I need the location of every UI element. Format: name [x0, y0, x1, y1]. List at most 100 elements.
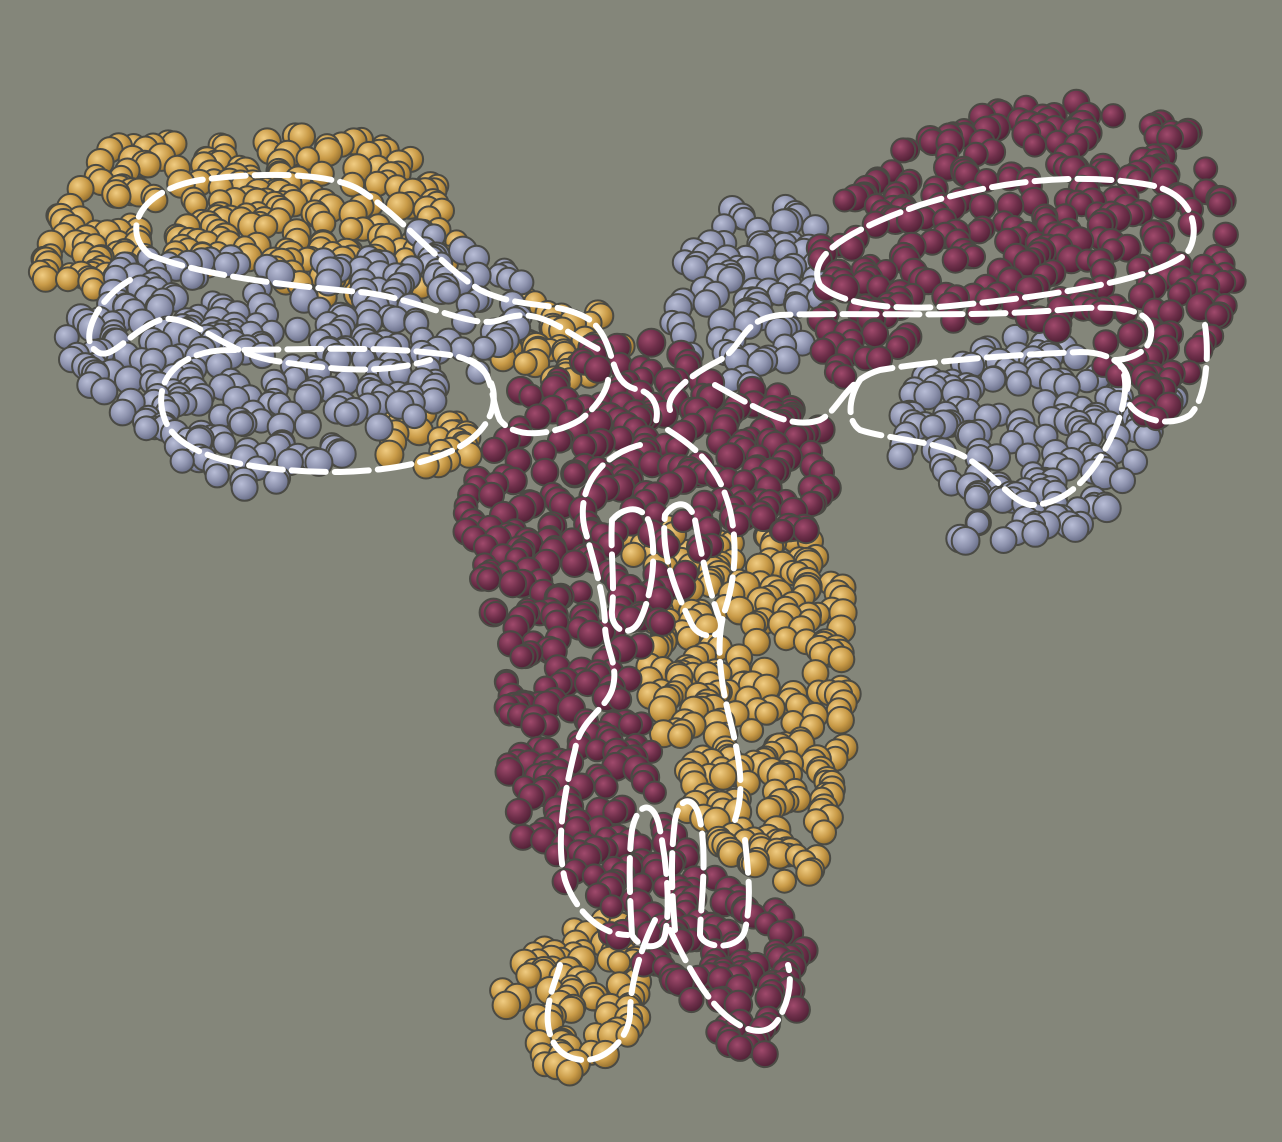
left-hinge-strand: [467, 357, 612, 437]
atom-sphere: [795, 858, 824, 887]
atom-sphere: [1117, 321, 1145, 350]
left-fab-lower-sheet: [147, 252, 603, 353]
atom-sphere: [593, 774, 619, 800]
backbone-ribbon-trace: [86, 171, 1210, 1063]
atom-sphere: [811, 819, 837, 846]
atom-sphere: [520, 712, 547, 739]
atom-sphere: [726, 1034, 754, 1062]
atom-sphere: [827, 645, 856, 674]
atom-sphere: [338, 216, 364, 242]
left-fab-upper-loop: [133, 171, 660, 428]
atom-sphere: [480, 436, 508, 464]
atom-sphere: [55, 266, 81, 293]
atom-sphere: [1212, 221, 1239, 249]
fc-bottom-loops: [544, 917, 793, 1063]
fc-upper-left-strand: [557, 442, 643, 938]
atom-sphere: [1087, 299, 1115, 327]
atom-sphere: [1121, 448, 1149, 475]
right-fab-tail: [1127, 322, 1210, 425]
atom-sphere: [1021, 520, 1050, 548]
atom-sphere: [742, 627, 771, 657]
atom-sphere: [678, 986, 705, 1014]
fc-left-hairpin: [608, 506, 657, 634]
atom-sphere: [599, 894, 625, 919]
right-fab-hinge-loop: [666, 304, 1155, 413]
atom-sphere: [583, 355, 613, 384]
atom-sphere: [90, 377, 119, 406]
atom-sphere: [826, 705, 855, 735]
atom-sphere: [228, 411, 255, 437]
atom-sphere: [749, 504, 778, 533]
right-fab-upper-loop: [814, 175, 1197, 311]
atom-sphere: [293, 411, 322, 440]
atom-sphere: [509, 644, 535, 670]
left-fab-bottom-loop: [158, 345, 497, 475]
atom-sphere: [230, 473, 259, 502]
atom-sphere: [890, 137, 917, 164]
atom-sphere: [504, 797, 533, 826]
atom-sphere: [555, 1058, 584, 1087]
atom-sphere: [263, 468, 290, 495]
atom-sphere: [1005, 370, 1032, 397]
atom-sphere: [530, 457, 560, 487]
atom-sphere: [1204, 303, 1230, 329]
atom-sphere: [692, 289, 721, 318]
atom-sphere: [1022, 133, 1048, 158]
atom-sphere: [750, 1040, 779, 1069]
atom-sphere: [498, 569, 528, 599]
atom-sphere: [860, 319, 890, 349]
atom-sphere: [1092, 493, 1122, 524]
atom-sphere: [1149, 192, 1178, 221]
atom-sphere: [831, 364, 858, 390]
atom-sphere: [620, 541, 647, 569]
atom-sphere: [739, 718, 765, 743]
atom-sphere: [169, 448, 195, 474]
atom-sphere: [754, 701, 779, 726]
atom-sphere: [941, 246, 970, 274]
atom-sphere: [636, 327, 667, 358]
atom-sphere: [471, 335, 497, 361]
atom-sphere: [886, 442, 914, 471]
atom-sphere: [989, 526, 1018, 554]
atom-sphere: [106, 183, 132, 210]
atom-sphere: [1061, 514, 1090, 543]
atom-sphere: [560, 549, 589, 579]
atom-sphere: [642, 780, 667, 805]
atom-sphere: [204, 463, 230, 489]
atom-sphere: [108, 398, 137, 427]
atom-sphere: [648, 609, 676, 637]
atom-sphere: [708, 762, 738, 791]
atom-sphere: [950, 526, 981, 556]
atom-sphere: [667, 723, 693, 749]
fc-lower-hairpins: [626, 798, 752, 950]
right-fab-middle-loop: [712, 349, 1131, 426]
atom-sphere: [1100, 103, 1126, 129]
atom-sphere: [491, 990, 522, 1021]
atom-sphere: [333, 401, 360, 428]
fc-right-hairpin: [661, 501, 724, 639]
atom-sphere: [1193, 156, 1219, 182]
atom-sphere: [832, 188, 857, 213]
atom-sphere: [512, 351, 538, 376]
atom-sphere: [483, 601, 508, 626]
atom-sphere: [133, 415, 160, 442]
atom-sphere: [364, 412, 394, 442]
atom-sphere: [284, 316, 311, 344]
atom-sphere: [772, 868, 797, 894]
atom-sphere: [561, 461, 588, 487]
atom-sphere: [1062, 343, 1090, 372]
atom-sphere: [792, 516, 820, 545]
atom-sphere: [436, 280, 461, 305]
atom-sphere: [963, 484, 990, 511]
atom-sphere: [913, 380, 943, 411]
atom-sphere: [770, 519, 796, 544]
atom-sphere: [1109, 467, 1136, 495]
right-fab-lower-loop: [847, 362, 1129, 508]
atom-sphere: [212, 431, 237, 456]
atom-sphere: [293, 383, 323, 413]
atom-sphere: [515, 962, 542, 989]
fc-upper-right-strand: [665, 427, 744, 823]
atom-sphere: [31, 265, 60, 293]
atom-sphere: [476, 567, 502, 593]
